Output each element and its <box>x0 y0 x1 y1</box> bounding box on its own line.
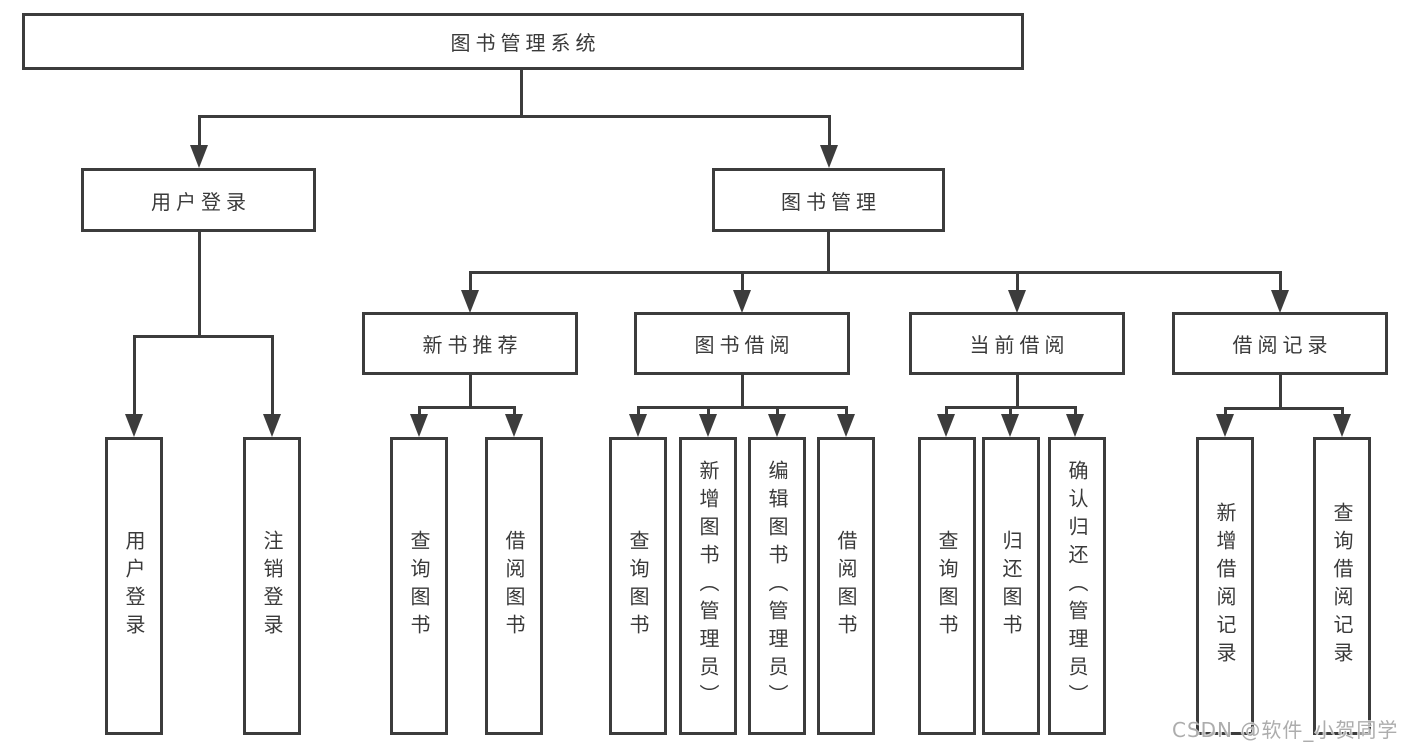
arrow-down-icon <box>937 414 955 437</box>
connector-to-leaf <box>845 406 848 416</box>
connector-to-level2 <box>741 271 744 293</box>
leaf-edit-books-admin: 编辑图书（管理员） <box>748 437 806 735</box>
node-book-borrowing: 图书借阅 <box>634 312 850 375</box>
leaf-return-books-label: 归还图书 <box>999 530 1023 642</box>
connector-group-drop <box>1016 373 1019 408</box>
connector-to-book-management <box>828 115 831 148</box>
connector-to-user-login <box>198 115 201 148</box>
connector-to-leaf <box>637 406 640 416</box>
connector-user-login-splitter <box>133 335 274 338</box>
connector-group-splitter <box>418 406 516 409</box>
connector-book-management-splitter <box>469 271 1282 274</box>
arrow-down-icon <box>263 414 281 437</box>
connector-to-leaf <box>1074 406 1077 416</box>
leaf-confirm-return-admin: 确认归还（管理员） <box>1048 437 1106 735</box>
connector-group-drop <box>741 373 744 408</box>
leaf-add-books-admin: 新增图书（管理员） <box>679 437 737 735</box>
csdn-watermark: CSDN @软件_小贺同学 <box>1172 718 1399 742</box>
connector-to-leaf <box>707 406 710 416</box>
leaf-query-books-current-label: 查询图书 <box>935 530 959 642</box>
arrow-down-icon <box>1008 290 1026 313</box>
connector-to-leaf <box>1341 407 1344 416</box>
leaf-confirm-return-admin-label: 确认归还（管理员） <box>1065 460 1089 712</box>
leaf-add-borrow-record-label: 新增借阅记录 <box>1213 502 1237 670</box>
connector-group-splitter <box>637 406 848 409</box>
node-new-book-recommendation-label: 新书推荐 <box>422 333 523 357</box>
leaf-borrow-books-label: 借阅图书 <box>834 530 858 642</box>
leaf-query-books-current: 查询图书 <box>918 437 976 735</box>
leaf-return-books: 归还图书 <box>982 437 1040 735</box>
node-borrowing-records: 借阅记录 <box>1172 312 1388 375</box>
node-user-login-label: 用户登录 <box>151 189 251 214</box>
node-root-label: 图书管理系统 <box>450 31 601 55</box>
leaf-query-books-recommend: 查询图书 <box>390 437 448 735</box>
arrow-down-icon <box>820 145 838 168</box>
arrow-down-icon <box>1271 290 1289 313</box>
connector-to-level2 <box>469 271 472 293</box>
arrow-down-icon <box>1216 414 1234 437</box>
connector-user-login-drop <box>198 230 201 337</box>
connector-book-management-drop <box>827 230 830 273</box>
arrow-down-icon <box>629 414 647 437</box>
connector-root-splitter <box>198 115 831 118</box>
leaf-user-login-label: 用户登录 <box>122 530 146 642</box>
arrow-down-icon <box>505 414 523 437</box>
arrow-down-icon <box>410 414 428 437</box>
arrow-down-icon <box>837 414 855 437</box>
node-root: 图书管理系统 <box>22 13 1024 70</box>
leaf-borrow-books-recommend: 借阅图书 <box>485 437 543 735</box>
leaf-query-books-recommend-label: 查询图书 <box>407 530 431 642</box>
arrow-down-icon <box>1333 414 1351 437</box>
arrow-down-icon <box>190 145 208 168</box>
leaf-query-books-borrowing: 查询图书 <box>609 437 667 735</box>
node-borrowing-records-label: 借阅记录 <box>1232 333 1333 357</box>
arrow-down-icon <box>699 414 717 437</box>
connector-group-splitter <box>1224 407 1344 410</box>
connector-to-leaf <box>271 335 274 416</box>
leaf-logout: 注销登录 <box>243 437 301 735</box>
arrow-down-icon <box>125 414 143 437</box>
connector-to-leaf <box>133 335 136 416</box>
arrow-down-icon <box>1001 414 1019 437</box>
leaf-add-borrow-record: 新增借阅记录 <box>1196 437 1254 735</box>
node-book-borrowing-label: 图书借阅 <box>694 333 795 357</box>
connector-to-leaf <box>945 406 948 416</box>
connector-to-leaf <box>513 406 516 416</box>
connector-to-leaf <box>1009 406 1012 416</box>
connector-group-drop <box>469 373 472 408</box>
leaf-user-login: 用户登录 <box>105 437 163 735</box>
node-current-borrowing-label: 当前借阅 <box>969 333 1070 357</box>
connector-group-drop <box>1279 373 1282 408</box>
leaf-query-borrow-record: 查询借阅记录 <box>1313 437 1371 735</box>
connector-to-level2 <box>1279 271 1282 293</box>
arrow-down-icon <box>733 290 751 313</box>
node-new-book-recommendation: 新书推荐 <box>362 312 578 375</box>
connector-root-drop <box>520 70 523 118</box>
arrow-down-icon <box>1066 414 1084 437</box>
connector-to-leaf <box>776 406 779 416</box>
arrow-down-icon <box>461 290 479 313</box>
leaf-edit-books-admin-label: 编辑图书（管理员） <box>765 460 789 712</box>
leaf-add-books-admin-label: 新增图书（管理员） <box>696 460 720 712</box>
node-user-login: 用户登录 <box>81 168 316 232</box>
connector-to-level2 <box>1016 271 1019 293</box>
node-current-borrowing: 当前借阅 <box>909 312 1125 375</box>
arrow-down-icon <box>768 414 786 437</box>
connector-to-leaf <box>1224 407 1227 416</box>
leaf-query-borrow-record-label: 查询借阅记录 <box>1330 502 1354 670</box>
leaf-borrow-books: 借阅图书 <box>817 437 875 735</box>
connector-to-leaf <box>418 406 421 416</box>
leaf-borrow-books-recommend-label: 借阅图书 <box>502 530 526 642</box>
node-book-management: 图书管理 <box>712 168 945 232</box>
node-book-management-label: 图书管理 <box>781 189 881 214</box>
leaf-logout-label: 注销登录 <box>260 530 284 642</box>
leaf-query-books-borrowing-label: 查询图书 <box>626 530 650 642</box>
